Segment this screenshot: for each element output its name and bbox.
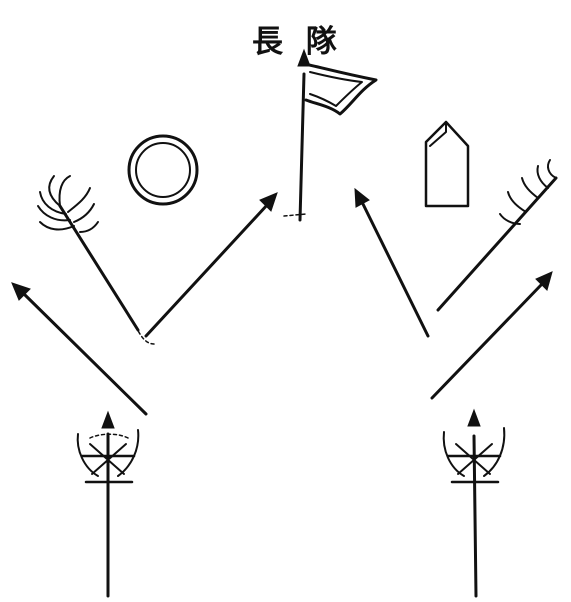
wolf-brush-icon <box>38 176 154 344</box>
spear-icon <box>355 189 428 336</box>
trident-halberd-icon <box>444 410 505 596</box>
trident-halberd-icon <box>78 412 139 596</box>
spear-icon <box>12 283 146 414</box>
tall-shield-icon <box>426 122 468 206</box>
spear-icon <box>432 272 552 398</box>
spear-icon <box>146 193 277 336</box>
round-shield-icon <box>129 136 197 204</box>
